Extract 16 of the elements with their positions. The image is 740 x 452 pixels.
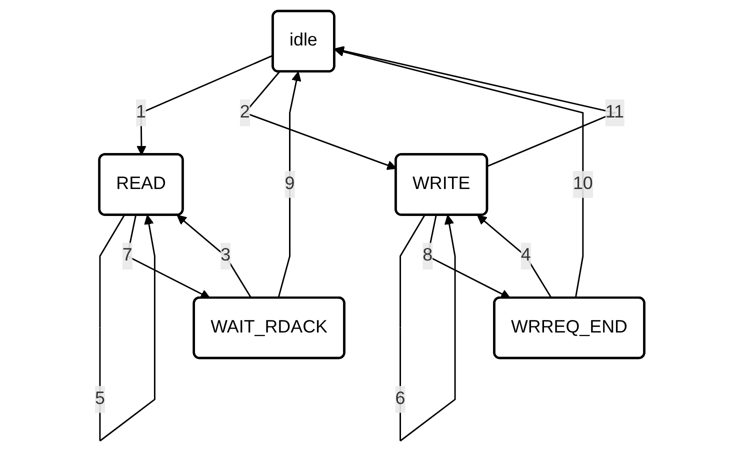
arrow <box>177 214 252 298</box>
edge-label: 7 <box>122 246 133 266</box>
edge-label: 3 <box>220 246 231 266</box>
edge-label: 4 <box>521 246 532 266</box>
arrow <box>136 54 274 156</box>
state-diagram: 1 2 3 4 5 6 7 8 9 10 11 idle READ WRITE WAIT_RDACK WRREQ_END <box>86 2 654 450</box>
edge-label: 11 <box>606 102 624 122</box>
edge-label: 5 <box>95 389 106 408</box>
edge-label: 9 <box>285 174 296 194</box>
edge-label: 6 <box>396 389 406 408</box>
edge-label: 2 <box>240 102 250 122</box>
edge-label: 1 <box>136 102 146 122</box>
arrow <box>478 214 552 298</box>
edge-label: 8 <box>423 246 434 266</box>
edge-label: 10 <box>573 174 594 194</box>
arrow <box>278 72 302 298</box>
